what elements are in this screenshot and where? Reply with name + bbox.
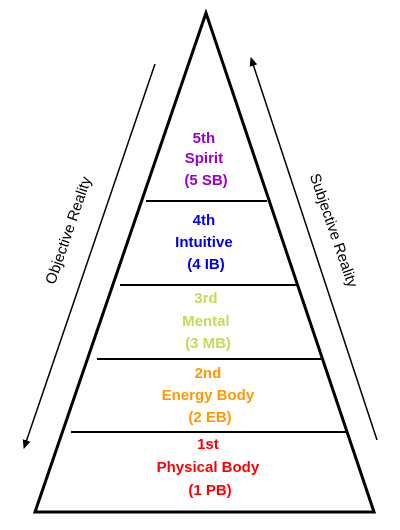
- level-4-rank: 4th: [193, 212, 216, 229]
- level-5-rank: 5th: [193, 130, 216, 147]
- level-1-code: (1 PB): [188, 482, 231, 499]
- level-3-name: Mental: [182, 313, 230, 330]
- level-3-code: (3 MB): [185, 335, 231, 352]
- level-1-text: 1st Physical Body (1 PB): [157, 436, 264, 499]
- level-5-text: 5th Spirit (5 SB): [184, 130, 227, 189]
- level-2-name: Energy Body: [162, 387, 255, 404]
- level-4-text: 4th Intuitive (4 IB): [175, 212, 237, 273]
- level-4-code: (4 IB): [187, 256, 225, 273]
- level-2-rank: 2nd: [195, 365, 222, 382]
- level-5-code: (5 SB): [184, 172, 227, 189]
- level-1-rank: 1st: [197, 436, 219, 453]
- subjective-reality-label: Subjective Reality: [306, 171, 361, 290]
- subjective-arrow: [249, 57, 378, 441]
- level-3-rank: 3rd: [194, 290, 217, 307]
- level-2-text: 2nd Energy Body (2 EB): [162, 365, 259, 426]
- objective-reality-label: Objective Reality: [42, 174, 95, 286]
- level-5-name: Spirit: [185, 150, 223, 167]
- level-2-code: (2 EB): [188, 409, 231, 426]
- pyramid-outline: [32, 8, 377, 514]
- objective-arrow: [22, 63, 156, 449]
- level-3-text: 3rd Mental (3 MB): [182, 290, 234, 352]
- level-4-name: Intuitive: [175, 234, 233, 251]
- level-1-name: Physical Body: [157, 459, 260, 476]
